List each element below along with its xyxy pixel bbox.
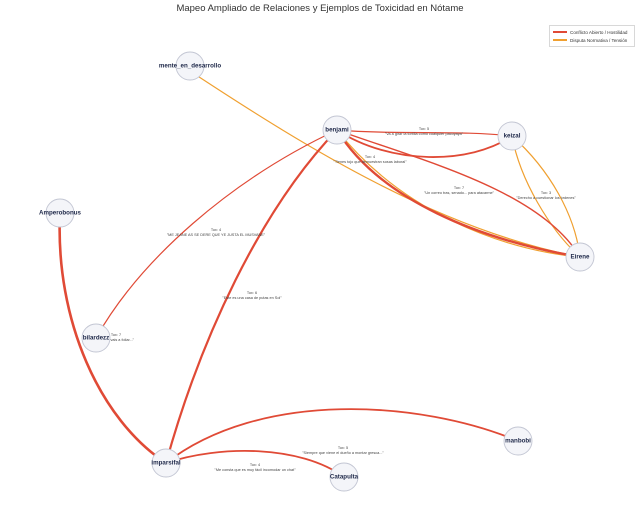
node-eirene-label: Eirene bbox=[571, 254, 590, 261]
node-imparsifal-label: imparsifal bbox=[151, 460, 181, 467]
edge-benjami-eirene-b bbox=[335, 129, 581, 259]
node-amperobonus[interactable]: Amperobonus bbox=[39, 198, 82, 228]
edge-label-e1-quote: "Va a girar la tortilla como cualquier p… bbox=[385, 132, 464, 136]
edge-label-e5: Tox: 4 "ME JEANE AS SE DERE QUE YE JUSTA… bbox=[167, 228, 266, 237]
edge-label-e6: Tox: 6 "Este es una casa de putas en Sol… bbox=[222, 291, 282, 300]
edge-label-e4: Tox: 3 "Derecho a cuestionar los órdenes… bbox=[516, 191, 576, 200]
edge-amperobonus-imparsifal bbox=[58, 212, 167, 465]
edge-label-e3-tox: Tox: 7 bbox=[454, 186, 464, 190]
node-imparsifal[interactable]: imparsifal bbox=[151, 448, 181, 478]
legend-item-tension: Disputa Normativa / Tensión bbox=[553, 36, 631, 44]
edge-label-e3: Tox: 7 "Un correo tras, senado... para a… bbox=[424, 186, 495, 195]
node-keizal[interactable]: keizal bbox=[497, 121, 527, 151]
legend-swatch-tension bbox=[553, 39, 567, 41]
legend-label-tension: Disputa Normativa / Tensión bbox=[570, 37, 628, 43]
node-manbobi-label: manbobi bbox=[505, 438, 531, 445]
node-keizal-label: keizal bbox=[504, 133, 521, 140]
edge-label-e6-quote: "Este es una casa de putas en Sol" bbox=[222, 296, 282, 300]
edge-label-e1-tox: Tox: 5 bbox=[419, 127, 429, 131]
node-mente-en-desarrollo-label: mente_en_desarrollo bbox=[159, 63, 221, 70]
edge-benjami-imparsifal bbox=[164, 129, 338, 464]
node-benjami-label: benjami bbox=[325, 127, 349, 134]
edge-label-e5-quote: "ME JEANE AS SE DERE QUE YE JUSTA EL MUS… bbox=[167, 233, 266, 237]
edge-labels: Tox: 5 "Va a girar la tortilla como cual… bbox=[98, 127, 576, 472]
node-eirene[interactable]: Eirene bbox=[565, 242, 595, 272]
edge-label-e9: Tox: 4 "Me consta que es muy fácil incom… bbox=[215, 463, 297, 472]
legend-swatch-conflict bbox=[553, 31, 567, 33]
node-benjami-circle[interactable] bbox=[322, 115, 352, 145]
node-keizal-circle[interactable] bbox=[497, 121, 527, 151]
edges-layer bbox=[58, 70, 581, 478]
edge-imparsifal-manbobi bbox=[165, 408, 519, 464]
edge-benjami-keizal-b bbox=[336, 129, 513, 158]
edge-label-e2-tox: Tox: 4 bbox=[365, 155, 375, 159]
edge-label-e9-quote: "Me consta que es muy fácil incomodar un… bbox=[215, 468, 297, 472]
nodes-layer: mente_en_desarrollo benjami keizal Eiren… bbox=[39, 51, 595, 492]
node-bilardezz-label: bilardezz bbox=[83, 335, 109, 342]
node-manbobi[interactable]: manbobi bbox=[503, 426, 533, 456]
node-catapulta-circle[interactable] bbox=[329, 462, 359, 492]
node-imparsifal-circle[interactable] bbox=[151, 448, 181, 478]
legend-label-conflict: Conflicto Abierto / Hostilidad bbox=[570, 29, 628, 35]
diagram-title: Mapeo Ampliado de Relaciones y Ejemplos … bbox=[176, 3, 464, 14]
edge-label-e3-quote: "Un correo tras, senado... para atacarme… bbox=[424, 191, 495, 195]
node-bilardezz-circle[interactable] bbox=[81, 323, 111, 353]
edge-label-e8-tox: Tox: 5 bbox=[338, 446, 348, 450]
edge-imparsifal-catapulta bbox=[165, 449, 345, 478]
edge-label-e4-tox: Tox: 3 bbox=[541, 191, 551, 195]
edge-label-e7-quote: "...io lo vais a foliar..." bbox=[98, 338, 135, 342]
edge-label-e2-quote: "Tienes tojo que demuestran sosas labora… bbox=[333, 160, 407, 164]
node-bilardezz[interactable]: bilardezz bbox=[81, 323, 111, 353]
legend-item-conflict: Conflicto Abierto / Hostilidad bbox=[553, 28, 631, 36]
node-mente-en-desarrollo[interactable]: mente_en_desarrollo bbox=[159, 51, 221, 81]
edge-label-e4-quote: "Derecho a cuestionar los órdenes" bbox=[516, 196, 576, 200]
edge-mente-eirene bbox=[189, 70, 581, 258]
node-amperobonus-label: Amperobonus bbox=[39, 210, 81, 217]
node-catapulta[interactable]: Catapulta bbox=[329, 462, 359, 492]
node-manbobi-circle[interactable] bbox=[503, 426, 533, 456]
edge-benjami-eirene-a bbox=[336, 129, 581, 258]
edge-label-e9-tox: Tox: 4 bbox=[250, 463, 260, 467]
edge-keizal-eirene-tension-a bbox=[511, 135, 581, 258]
edge-label-e7: Tox: 7 "...io lo vais a foliar..." bbox=[98, 333, 135, 342]
edge-benjami-keizal-a bbox=[336, 129, 513, 137]
node-eirene-circle[interactable] bbox=[565, 242, 595, 272]
legend: Conflicto Abierto / Hostilidad Disputa N… bbox=[549, 25, 635, 47]
edge-label-e1: Tox: 5 "Va a girar la tortilla como cual… bbox=[385, 127, 464, 136]
node-benjami[interactable]: benjami bbox=[322, 115, 352, 145]
node-mente-en-desarrollo-circle[interactable] bbox=[175, 51, 205, 81]
edge-label-e8: Tox: 5 "Siempre que viene el dueño a mon… bbox=[302, 446, 384, 455]
edge-label-e7-tox: Tox: 7 bbox=[111, 333, 121, 337]
edge-label-e2: Tox: 4 "Tienes tojo que demuestran sosas… bbox=[333, 155, 407, 164]
edge-benjami-bilardezz bbox=[95, 129, 338, 339]
edge-label-e6-tox: Tox: 6 bbox=[247, 291, 257, 295]
node-amperobonus-circle[interactable] bbox=[45, 198, 75, 228]
edge-label-e8-quote: "Siempre que viene el dueño a montar gre… bbox=[302, 451, 384, 455]
edge-label-e5-tox: Tox: 4 bbox=[211, 228, 221, 232]
node-catapulta-label: Catapulta bbox=[330, 474, 359, 481]
